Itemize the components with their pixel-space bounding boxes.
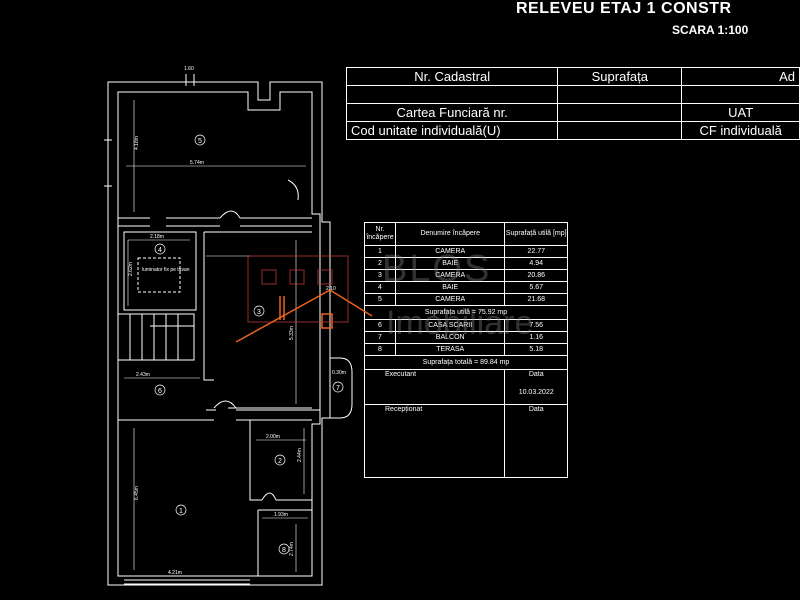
window-bottom xyxy=(124,579,250,585)
house-window xyxy=(261,269,277,285)
room7-label: 7 xyxy=(336,385,340,392)
dim-label: 4.21m xyxy=(168,570,182,576)
dim-label: 2.10 xyxy=(326,286,336,292)
room-marker xyxy=(253,305,265,317)
room8-label: 8 xyxy=(282,547,286,554)
room-marker xyxy=(332,381,344,393)
watermark-logo: BLOS xyxy=(382,248,492,290)
room-marker xyxy=(274,454,286,466)
unit-code-label: Cod unitate individuală(U) xyxy=(345,121,559,140)
individual-cf-label: CF individuală xyxy=(681,121,800,140)
dim-label: 5.74m xyxy=(190,160,204,166)
room3-label: 3 xyxy=(257,309,261,316)
house-outline xyxy=(247,255,349,323)
dim-label: 2.44m xyxy=(297,448,303,462)
room-name-header: Denumire încăpere xyxy=(394,222,506,246)
dimension-lines xyxy=(124,100,308,577)
room-markers xyxy=(154,134,344,555)
stairs xyxy=(117,313,195,361)
room-numbers: 5 4 3 6 7 1 2 8 xyxy=(158,138,340,554)
room-marker xyxy=(175,504,187,516)
house-window xyxy=(317,269,333,285)
table-cell xyxy=(557,121,683,140)
room-marker xyxy=(154,243,166,255)
table-row: Cartea Funciară nr. UAT xyxy=(345,103,800,122)
table-header-row: Nr. încăpere Denumire încăpere Suprafață… xyxy=(364,222,568,246)
date-label-2: Data xyxy=(504,404,568,478)
window-top xyxy=(185,74,195,86)
dim-label: 6.45m xyxy=(134,486,140,500)
window-left xyxy=(104,139,112,187)
dim-label: 2.43m xyxy=(136,372,150,378)
cadastral-table: Nr. Cadastral Suprafața Ad Cartea Funcia… xyxy=(345,67,800,140)
door-arc xyxy=(261,492,277,501)
date-value: 10.03.2022 xyxy=(518,389,554,396)
date-label: Data xyxy=(528,371,544,378)
level-label: 1.60 xyxy=(184,66,194,72)
dim-label: 2.18m xyxy=(150,234,164,240)
watermark-text: Imobiliare xyxy=(386,304,534,342)
room5-label: 5 xyxy=(198,138,202,145)
inner-wall xyxy=(117,91,321,577)
rooms-table: Nr. încăpere Denumire încăpere Suprafață… xyxy=(363,222,568,478)
table-cell: 7.56 xyxy=(504,319,568,332)
dim-label: 2.00m xyxy=(266,434,280,440)
watermark-graphic xyxy=(235,289,373,343)
receptionat-row: Recepționat Data xyxy=(363,404,568,478)
door-arc xyxy=(219,210,241,219)
dim-label: 0.30m xyxy=(332,370,346,376)
walls xyxy=(104,74,353,586)
receptionat-label: Recepționat xyxy=(363,404,506,478)
room-marker xyxy=(278,543,290,555)
chimney xyxy=(279,296,285,320)
table-row: Cod unitate individuală(U) CF individual… xyxy=(345,121,800,140)
skylight xyxy=(137,257,181,293)
room1-label: 1 xyxy=(179,508,183,515)
skylight-label: luminator fix pe tavan xyxy=(142,267,190,273)
room6-label: 6 xyxy=(158,388,162,395)
drawing-title: RELEVEU ETAJ 1 CONSTR xyxy=(516,0,732,17)
watermark-house xyxy=(247,255,349,323)
roof-line xyxy=(235,289,373,343)
room2-wall xyxy=(249,420,312,501)
dim-label: 5.33m xyxy=(289,326,295,340)
dim-label: 2.62m xyxy=(128,262,134,276)
door-arc xyxy=(287,179,299,201)
date-cell: Data 10.03.2022 xyxy=(504,369,568,405)
table-cell: TERASA xyxy=(394,343,506,356)
executant-row: Executant Data 10.03.2022 xyxy=(363,369,568,405)
window-mark xyxy=(321,313,333,329)
room-marker xyxy=(154,384,166,396)
dim-label: 4.18m xyxy=(134,136,140,150)
dimension-labels: 5.74m 4.18m 2.18m 2.62m 2.43m 5.33m 6.45… xyxy=(128,66,346,576)
room-number-header: Nr. încăpere xyxy=(364,222,396,246)
land-book-label: Cartea Funciară nr. xyxy=(345,103,559,122)
outer-wall xyxy=(107,81,331,586)
door-arc xyxy=(213,400,237,409)
balcony xyxy=(330,357,353,419)
drawing-scale: SCARA 1:100 xyxy=(672,23,749,37)
room2-label: 2 xyxy=(278,458,282,465)
room-area-header: Suprafață utilă [mp] xyxy=(504,222,568,246)
stair-treads xyxy=(129,314,194,360)
room-marker xyxy=(194,134,206,146)
dim-label: 1.93m xyxy=(274,512,288,518)
dim-label: 2.74m xyxy=(289,542,295,556)
house-window xyxy=(289,269,305,285)
room4-wall xyxy=(123,231,197,311)
room4-label: 4 xyxy=(158,247,162,254)
room3-wall xyxy=(203,231,312,409)
